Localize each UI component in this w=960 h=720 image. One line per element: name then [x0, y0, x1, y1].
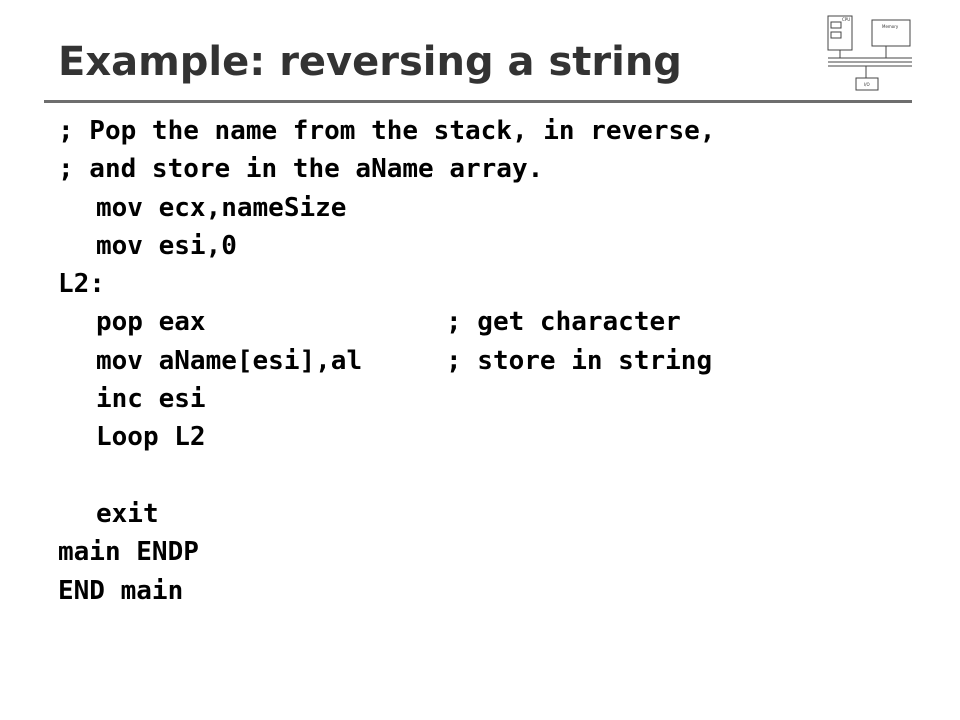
code-line-endp: main ENDP	[58, 537, 199, 568]
thumb-io-label: I/O	[864, 82, 870, 87]
code-comment-mov-aname: ; store in string	[446, 345, 713, 376]
thumb-cpu-label: CPU	[842, 17, 850, 22]
code-line-pop: pop eax ; get character	[58, 303, 715, 341]
code-line-loop: Loop L2	[96, 422, 206, 453]
code-instr-pop: pop eax	[96, 307, 206, 338]
code-line-exit: exit	[96, 498, 159, 529]
code-line-comment-2: ; and store in the aName array.	[58, 154, 544, 185]
thumb-memory-label: Memory	[882, 24, 899, 29]
title-divider	[44, 100, 912, 103]
code-line-mov-aname: mov aName[esi],al ; store in string	[58, 342, 715, 380]
computer-architecture-diagram-icon: CPU Memory I/O	[827, 15, 912, 91]
code-line-end: END main	[58, 575, 184, 606]
code-blank-line	[58, 457, 715, 495]
slide-title: Example: reversing a string	[58, 39, 682, 85]
code-line-comment-1: ; Pop the name from the stack, in revers…	[58, 116, 716, 146]
code-instr-mov-aname: mov aName[esi],al	[96, 345, 363, 376]
code-block: ; Pop the name from the stack, in revers…	[58, 112, 715, 610]
code-comment-pop: ; get character	[446, 307, 681, 338]
code-line-mov-esi: mov esi,0	[96, 230, 237, 261]
code-line-mov-ecx: mov ecx,nameSize	[96, 192, 347, 223]
code-line-inc: inc esi	[96, 384, 206, 415]
code-label-l2: L2:	[58, 269, 105, 300]
